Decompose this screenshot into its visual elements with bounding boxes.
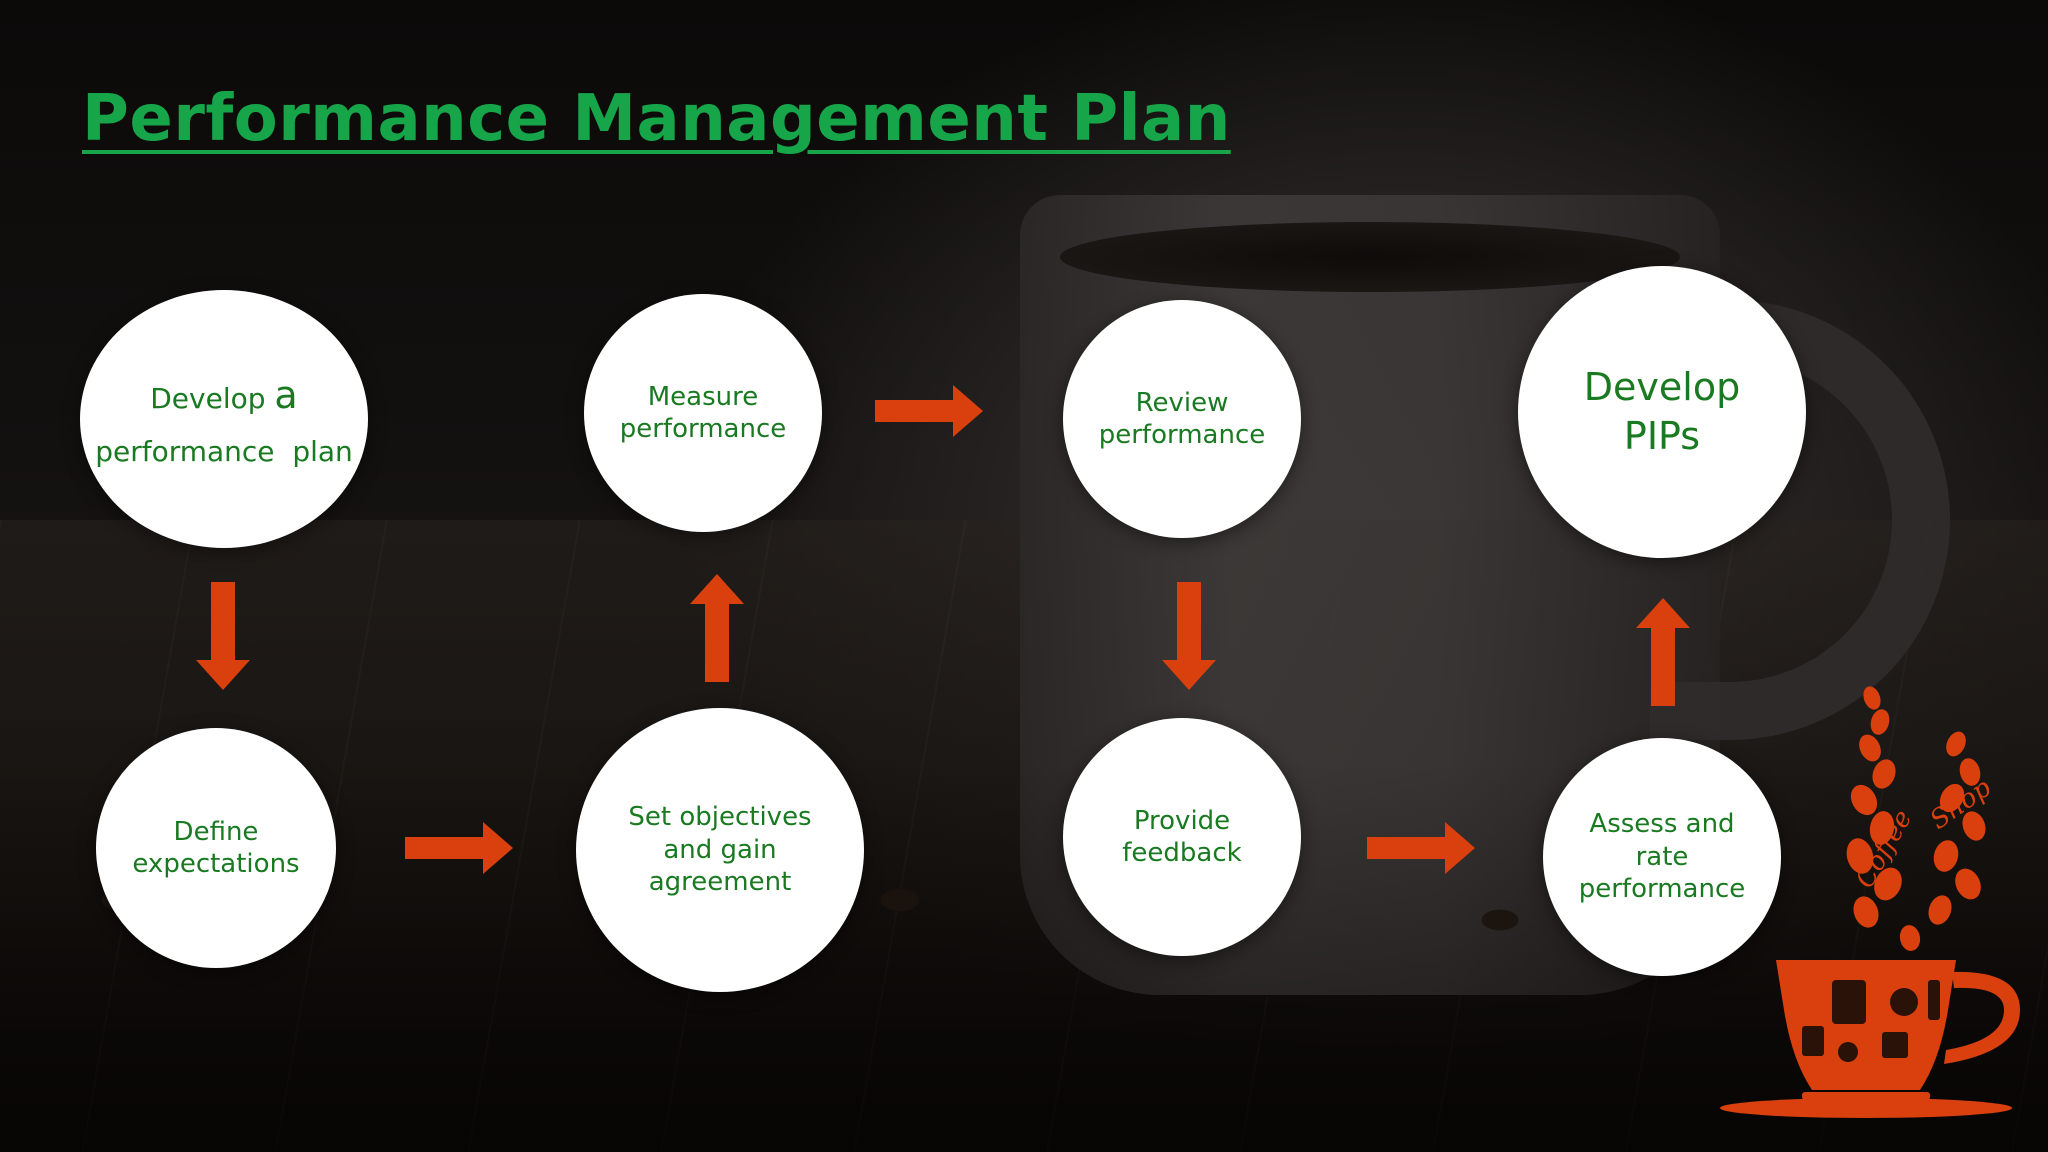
node-label-part: Develop: [150, 381, 275, 415]
node-label: Develop a performance plan: [81, 363, 367, 475]
node-assess-rate: Assess and rate performance: [1543, 738, 1781, 976]
svg-text:Shop: Shop: [1925, 773, 1997, 836]
arrow-up-icon: [1636, 598, 1690, 706]
node-develop-plan: Develop a performance plan: [80, 290, 368, 548]
node-develop-pips: Develop PIPs: [1518, 266, 1806, 558]
arrow-right-icon: [405, 822, 513, 874]
node-label: Measure performance: [619, 381, 787, 445]
node-label-part: performance plan: [95, 434, 353, 468]
arrow-down-icon: [196, 582, 250, 690]
background-mug-rim: [1060, 222, 1680, 292]
slide-title: Performance Management Plan: [82, 82, 1231, 156]
node-label: Provide feedback: [1122, 805, 1242, 869]
node-label-part: a: [274, 372, 298, 417]
node-review-performance: Review performance: [1063, 300, 1301, 538]
arrow-up-icon: [690, 574, 744, 682]
node-set-objectives: Set objectives and gain agreement: [576, 708, 864, 992]
node-define-expectations: Define expectations: [96, 728, 336, 968]
node-label: Develop PIPs: [1583, 365, 1741, 458]
node-label: Assess and rate performance: [1578, 809, 1746, 905]
arrow-right-icon: [875, 385, 983, 437]
coffee-shop-logo-icon: Coffee Shop: [1720, 680, 2048, 1152]
node-provide-feedback: Provide feedback: [1063, 718, 1301, 956]
arrow-right-icon: [1367, 822, 1475, 874]
arrow-down-icon: [1162, 582, 1216, 690]
node-measure-performance: Measure performance: [584, 294, 822, 532]
node-label: Review performance: [1098, 387, 1266, 451]
node-label: Define expectations: [132, 816, 300, 880]
node-label: Set objectives and gain agreement: [628, 802, 812, 898]
